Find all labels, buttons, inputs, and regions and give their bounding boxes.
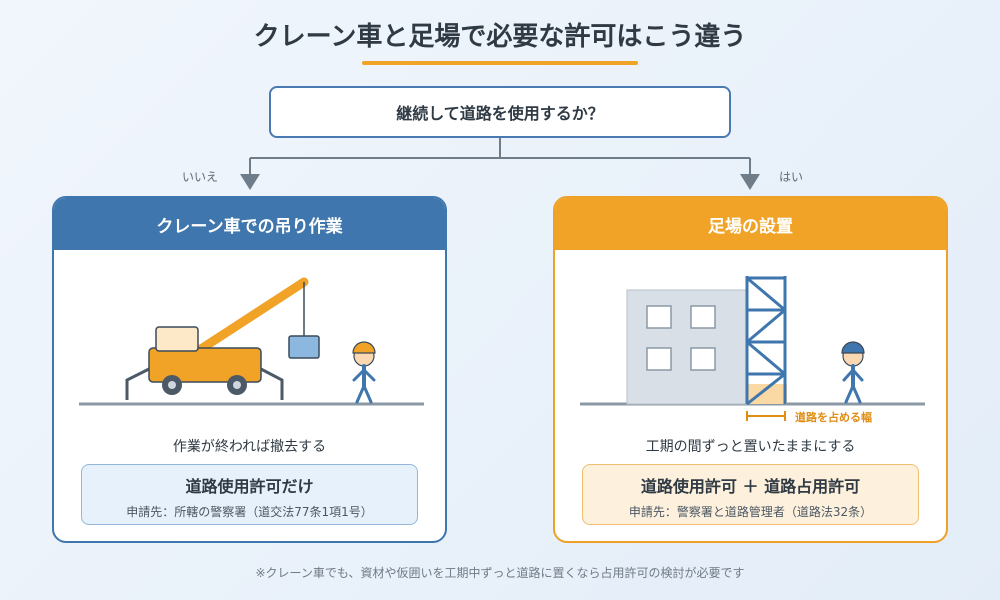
crane-result-main: 道路使用許可だけ [185,477,314,496]
branch-label-no: いいえ [182,170,219,184]
title-underline [362,61,638,65]
crane-card-title: クレーン車での吊り作業 [156,216,343,237]
page-title: クレーン車と足場で必要な許可はこう違う [253,22,747,52]
crane-card-header: クレーン車での吊り作業 [54,198,445,250]
scaffold-result-box: 道路使用許可 ＋ 道路占用許可 申請先：警察署と道路管理者（道路法32条） [582,464,919,525]
road-width-label: 道路を占める幅 [795,410,872,424]
crane-result-sub: 申請先：所轄の警察署（道交法77条1項1号） [126,505,373,519]
arrow-down-icon [240,174,260,190]
scaffold-card-title: 足場の設置 [708,216,793,237]
branch-label-yes: はい [779,170,804,184]
scaffold-frame [745,276,787,406]
crane-caption: 作業が終われば撤去する [172,439,327,455]
scaffold-card-header: 足場の設置 [555,198,946,250]
crane-illustration [79,277,424,406]
worker-figure [841,341,865,404]
scaffold-caption: 工期の間ずっと置いたままにする [645,439,856,455]
arrow-down-icon [740,174,760,190]
scaffold-illustration: 道路を占める幅 [580,276,925,424]
scaffold-card: 足場の設置 道路を占める幅 [553,196,948,543]
crane-card: クレーン車での吊り作業 作業が終われば撤去する 道路使用許可だけ 申請先：所轄 [52,196,447,543]
flow-connectors [240,138,760,190]
question-box: 継続して道路を使用するか？ [269,86,731,138]
footnote: ※クレーン車でも、資材や仮囲いを工期中ずっと道路に置くなら占用許可の検討が必要で… [255,566,745,580]
worker-figure [352,341,376,404]
question-text: 継続して道路を使用するか？ [396,104,604,123]
crane-result-box: 道路使用許可だけ 申請先：所轄の警察署（道交法77条1項1号） [81,464,418,525]
scaffold-result-main: 道路使用許可 ＋ 道路占用許可 [640,477,861,496]
scaffold-result-sub: 申請先：警察署と道路管理者（道路法32条） [628,505,873,519]
